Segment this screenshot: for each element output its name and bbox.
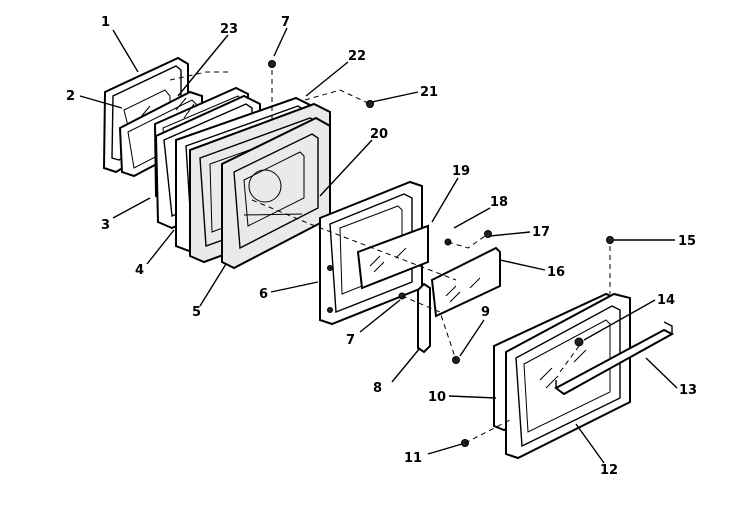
callout-labels: 1 2 23 7 22 21 20 3 4 5 6 19 18 17 15 16…: [66, 15, 697, 478]
part-12-outer-door: [505, 292, 631, 460]
callout-8: 8: [373, 381, 382, 396]
callout-17: 17: [532, 225, 550, 240]
callout-20: 20: [370, 127, 388, 142]
screws: [268, 60, 614, 447]
callout-23: 23: [220, 22, 238, 37]
callout-14: 14: [657, 293, 675, 308]
callout-12: 12: [600, 463, 618, 478]
callout-3: 3: [101, 218, 110, 233]
callout-19: 19: [452, 164, 470, 179]
callout-18: 18: [490, 195, 508, 210]
part-19-inner-glass: [356, 224, 429, 290]
callout-15: 15: [678, 234, 696, 249]
callout-4: 4: [135, 263, 144, 278]
callout-21: 21: [420, 85, 438, 100]
callout-16: 16: [547, 265, 565, 280]
part-13-door-handle: [554, 321, 675, 396]
part-8-bracket: [417, 282, 431, 354]
callout-7-top: 7: [281, 15, 290, 30]
callout-22: 22: [348, 49, 366, 64]
callout-10: 10: [428, 390, 446, 405]
callout-11: 11: [404, 451, 422, 466]
assembly-lines: [169, 70, 611, 444]
callout-6: 6: [259, 287, 268, 302]
leader-lines: [79, 27, 678, 464]
callout-7-bottom: 7: [346, 333, 355, 348]
callout-5: 5: [192, 305, 201, 320]
callout-13: 13: [679, 383, 697, 398]
callout-1: 1: [101, 15, 110, 30]
callout-2: 2: [66, 89, 75, 104]
callout-9: 9: [481, 305, 490, 320]
